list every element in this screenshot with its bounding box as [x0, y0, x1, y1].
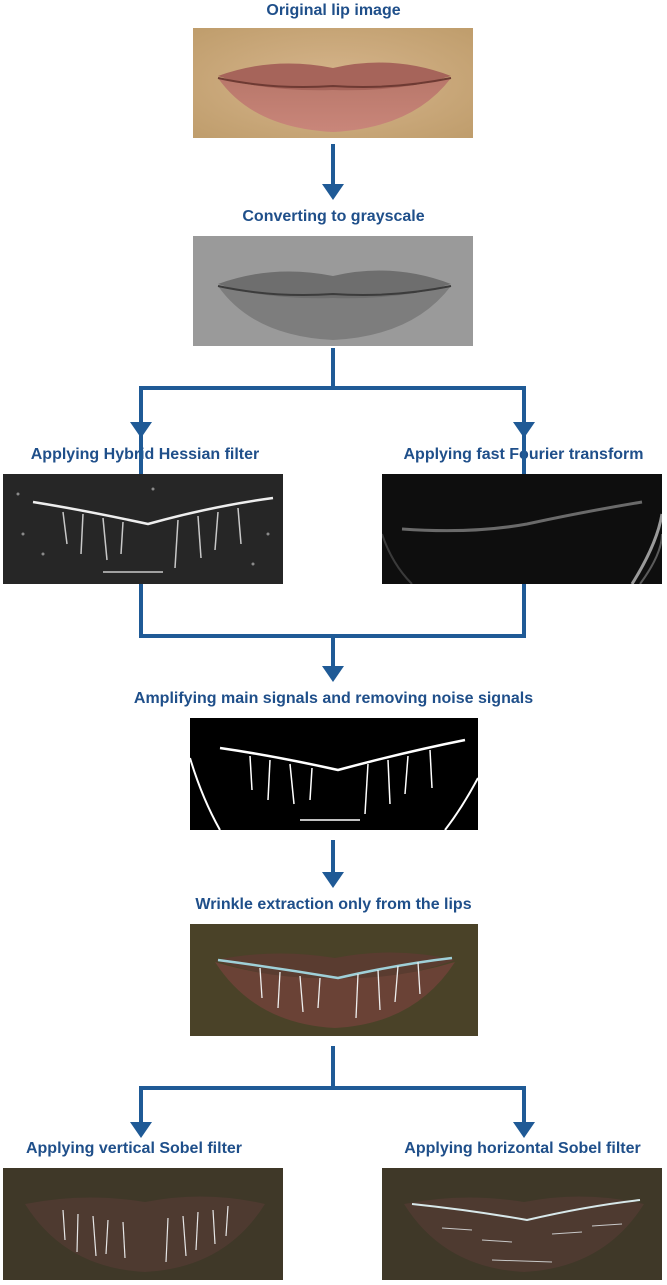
arrowhead-icon [513, 422, 535, 438]
arrowhead-icon [322, 872, 344, 888]
fft-image [382, 474, 662, 584]
original-lip-image [193, 28, 473, 138]
arrowhead-icon [130, 422, 152, 438]
hessian-filter-image [3, 474, 283, 584]
step-label-hsobel: Applying horizontal Sobel filter [404, 1140, 641, 1157]
grayscale-lip-image [193, 236, 473, 346]
horizontal-sobel-image [382, 1168, 662, 1280]
step-label-amplify: Amplifying main signals and removing noi… [133, 690, 534, 707]
arrowhead-icon [322, 666, 344, 682]
step-label-original: Original lip image [266, 2, 401, 19]
step-label-vsobel: Applying vertical Sobel filter [25, 1140, 243, 1157]
vertical-sobel-image [3, 1168, 283, 1280]
step-label-grayscale: Converting to grayscale [242, 208, 425, 225]
step-label-wrinkle: Wrinkle extraction only from the lips [195, 896, 472, 913]
wrinkle-extraction-image [190, 924, 478, 1036]
arrowhead-icon [513, 1122, 535, 1138]
step-label-hessian: Applying Hybrid Hessian filter [30, 446, 260, 463]
arrowhead-icon [130, 1122, 152, 1138]
arrowhead-icon [322, 184, 344, 200]
amplified-signal-image [190, 718, 478, 830]
